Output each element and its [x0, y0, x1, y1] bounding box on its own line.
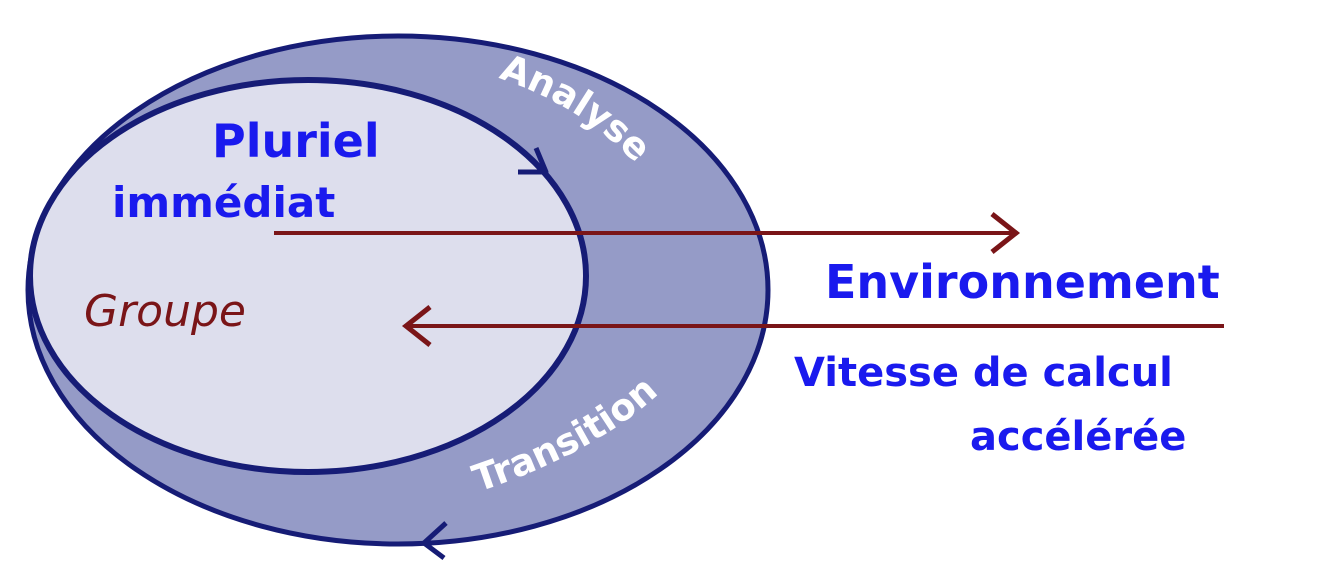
- vitesse-label-line2: accélérée: [970, 414, 1186, 460]
- vitesse-label-line1: Vitesse de calcul: [794, 350, 1173, 396]
- pluriel-label: Pluriel: [212, 114, 380, 168]
- incoming-arrowhead-icon: [401, 305, 432, 347]
- environnement-label: Environnement: [825, 255, 1220, 309]
- groupe-label: Groupe: [84, 286, 246, 337]
- inner-cycle-chevron-icon: [518, 147, 549, 175]
- outgoing-arrowhead-icon: [990, 212, 1021, 254]
- inner-ellipse: [27, 77, 589, 475]
- immediat-label: immédiat: [112, 178, 335, 227]
- outer-cycle-chevron-icon: [421, 521, 448, 560]
